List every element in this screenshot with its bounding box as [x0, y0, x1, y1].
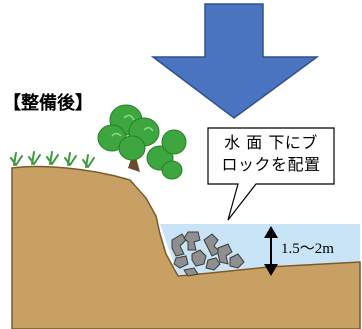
depth-arrow — [264, 226, 278, 276]
callout-bubble — [207, 127, 335, 221]
callout-line-2: ロックを配置 — [221, 155, 321, 174]
depth-label: 1.5〜2m — [281, 241, 334, 257]
down-arrow-icon — [150, 3, 320, 119]
tree-icon — [97, 104, 187, 180]
grass-icon — [10, 151, 95, 168]
page-title: 【整備後】 — [3, 93, 93, 114]
callout-text: 水 面 下にブ ロックを配置 — [212, 132, 330, 176]
concrete-blocks — [171, 231, 245, 277]
callout-line-1: 水 面 下にブ — [224, 133, 318, 152]
